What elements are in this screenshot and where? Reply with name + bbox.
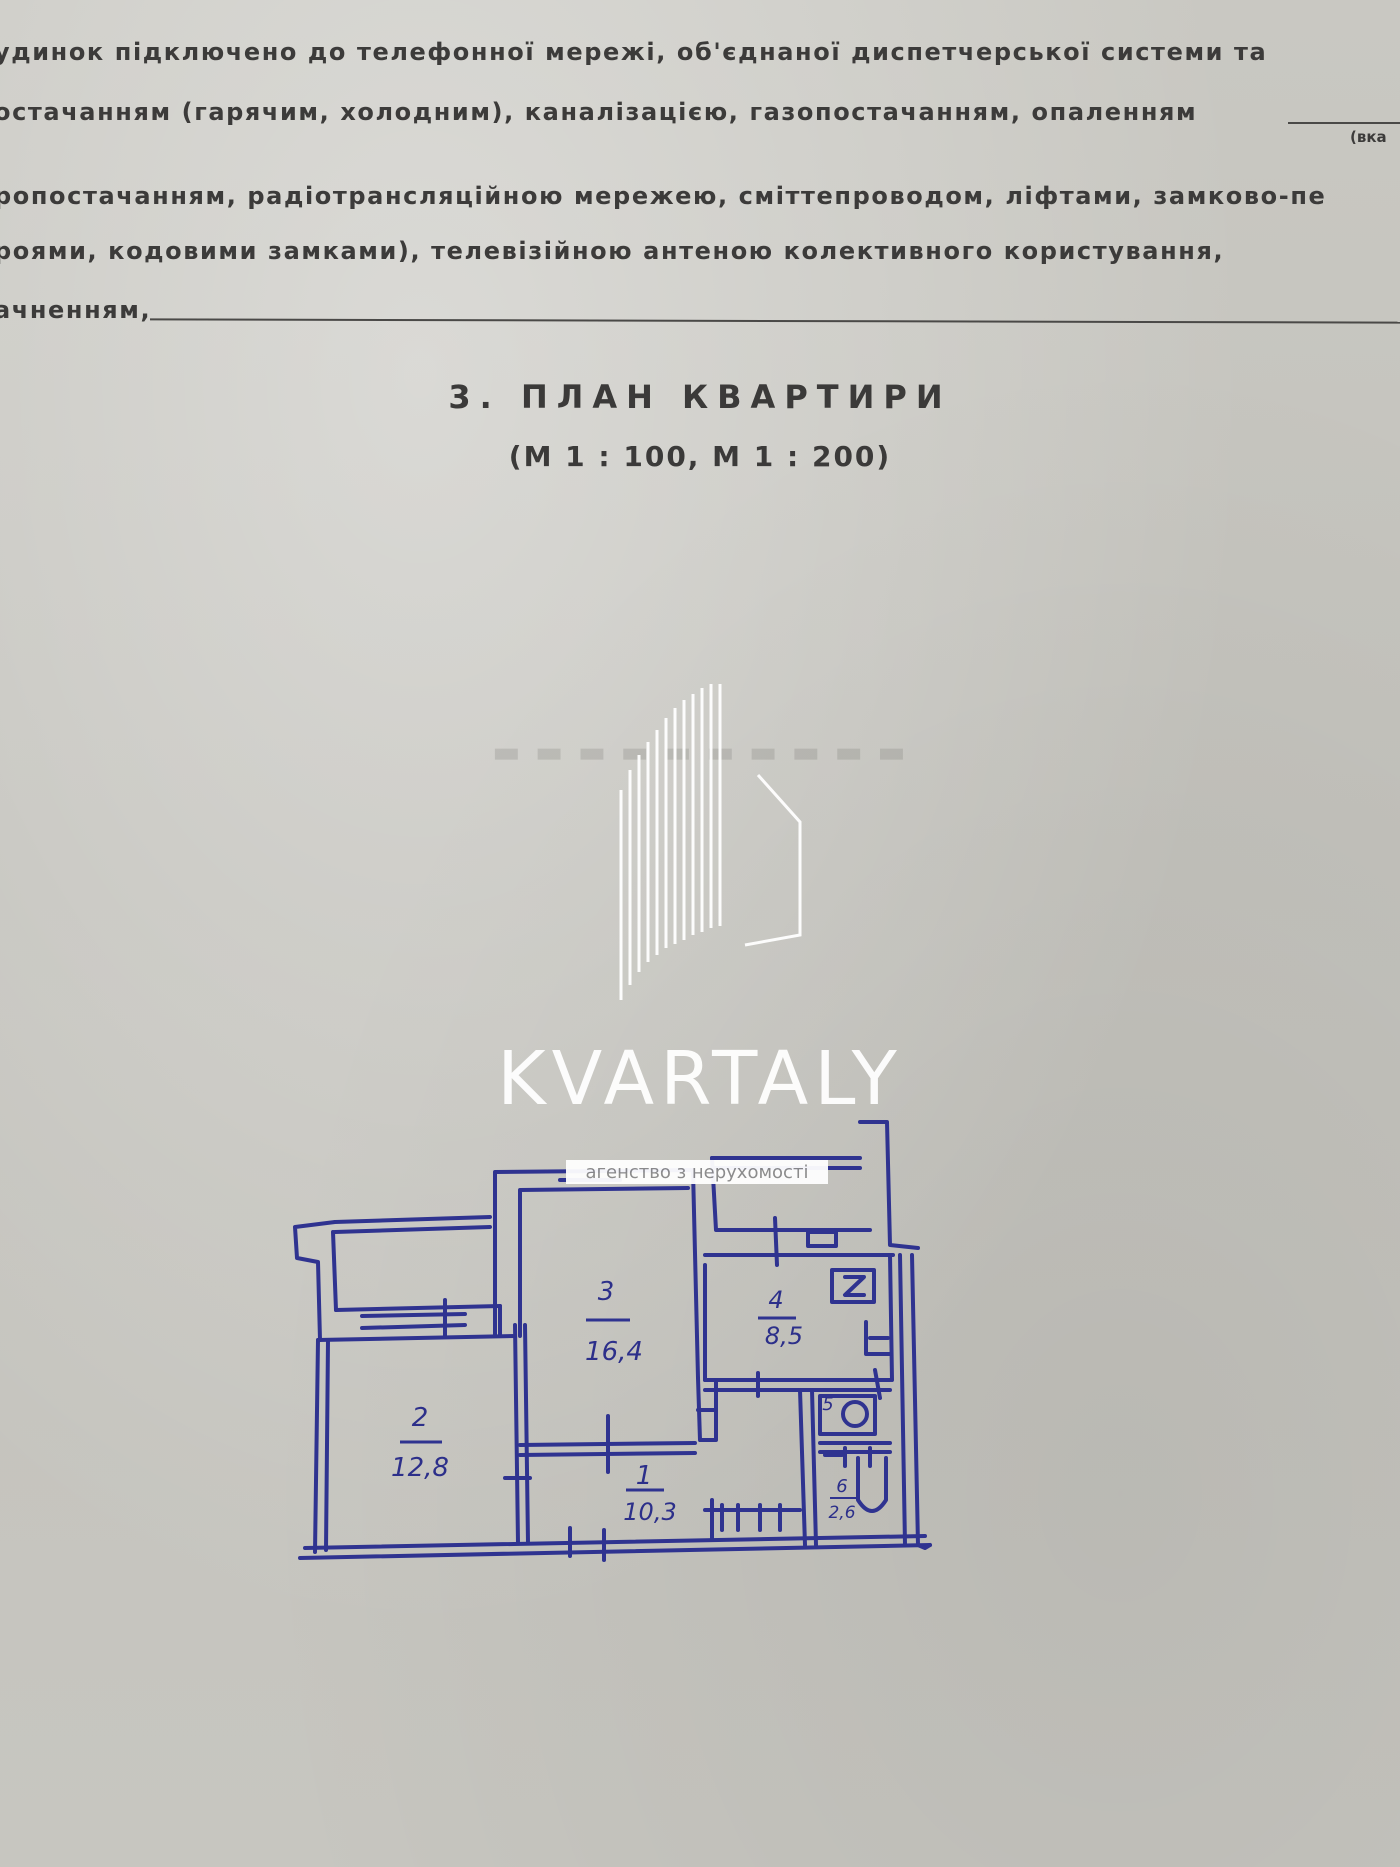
room-6-area: 2,6 bbox=[828, 1503, 855, 1523]
paragraph-line-2: остачанням (гарячим, холодним), каналіза… bbox=[0, 98, 1198, 126]
paragraph-line-5: ачненням, bbox=[0, 296, 152, 324]
fill-hint: (вка bbox=[1350, 128, 1387, 146]
paragraph-line-4: роями, кодовими замками), телевізійною а… bbox=[0, 237, 1225, 265]
fill-line-1 bbox=[1288, 122, 1400, 124]
paragraph-line-1: удинок підключено до телефонної мережі, … bbox=[0, 38, 1268, 66]
room-3-area: 16,4 bbox=[585, 1337, 643, 1367]
watermark-tagline-bg bbox=[566, 1160, 828, 1184]
paragraph-line-3: ропостачанням, радіотрансляційною мереже… bbox=[0, 182, 1327, 210]
watermark-brand: KVARTALY bbox=[497, 1036, 903, 1122]
room-6-number: 6 bbox=[836, 1476, 847, 1497]
room-5-number: 5 bbox=[822, 1394, 833, 1415]
ghost-text: ▬ ▬ ▬ ▬ ▬ ▬ ▬ ▬ ▬ ▬ bbox=[492, 735, 908, 770]
plan-walls bbox=[293, 1120, 932, 1562]
section-title: 3. ПЛАН КВАРТИРИ bbox=[448, 378, 952, 416]
room-4-number: 4 bbox=[768, 1286, 783, 1314]
room-3-number: 3 bbox=[598, 1277, 615, 1307]
room-labels: 2 12,8 3 16,4 1 10,3 4 8,5 5 6 2,6 bbox=[391, 1277, 856, 1526]
watermark-building-icon bbox=[619, 684, 802, 1000]
scale-note: (М 1 : 100, М 1 : 200) bbox=[508, 440, 892, 473]
room-2-number: 2 bbox=[412, 1403, 429, 1433]
room-1-number: 1 bbox=[636, 1461, 653, 1491]
room-4-area: 8,5 bbox=[765, 1322, 803, 1350]
watermark-tagline: агенство з нерухомості bbox=[586, 1162, 809, 1183]
room-1-area: 10,3 bbox=[623, 1498, 676, 1526]
watermark-logo: KVARTALY агенство з нерухомості bbox=[497, 684, 903, 1184]
room-2-area: 12,8 bbox=[391, 1453, 449, 1483]
